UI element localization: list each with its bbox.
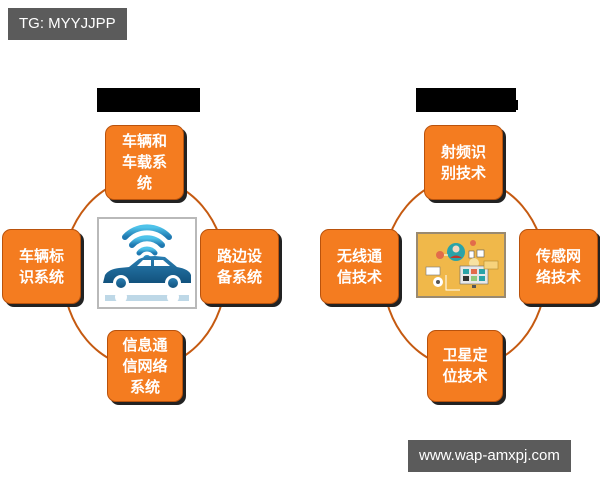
node-label: 信息通 信网络 系统 xyxy=(122,335,168,396)
watermark-bottom: www.wap-amxpj.com xyxy=(408,440,571,472)
node-label: 路边设 备系统 xyxy=(216,246,262,286)
node-roadside-equipment-system: 路边设 备系统 xyxy=(200,229,279,304)
node-label: 无线通 信技术 xyxy=(336,246,382,286)
node-label: 传感网 络技术 xyxy=(535,246,581,286)
iot-technology-image xyxy=(416,232,506,298)
node-label: 车辆标 识系统 xyxy=(18,246,64,286)
node-label: 车辆和 车载系 统 xyxy=(121,132,167,192)
watermark-top: TG: MYYJJPP xyxy=(8,8,127,40)
node-label: 射频识 别技术 xyxy=(440,142,486,182)
right-diagram-title-redacted-tail xyxy=(500,100,518,110)
connected-car-wifi-icon xyxy=(103,224,191,303)
node-wireless-communication-technology: 无线通 信技术 xyxy=(320,229,399,304)
right-diagram-title-redacted xyxy=(416,88,516,112)
node-rfid-technology: 射频识 别技术 xyxy=(424,125,503,200)
node-info-comm-network-system: 信息通 信网络 系统 xyxy=(107,330,183,402)
node-vehicle-onboard-system: 车辆和 车载系 统 xyxy=(105,125,184,200)
node-satellite-positioning-technology: 卫星定 位技术 xyxy=(427,330,503,402)
node-sensor-network-technology: 传感网 络技术 xyxy=(519,229,598,304)
iot-network-illustration-icon xyxy=(418,234,504,296)
node-label: 卫星定 位技术 xyxy=(442,346,488,385)
connected-car-image xyxy=(97,217,197,309)
node-vehicle-identification-system: 车辆标 识系统 xyxy=(2,229,81,304)
left-diagram-title-redacted xyxy=(97,88,200,112)
